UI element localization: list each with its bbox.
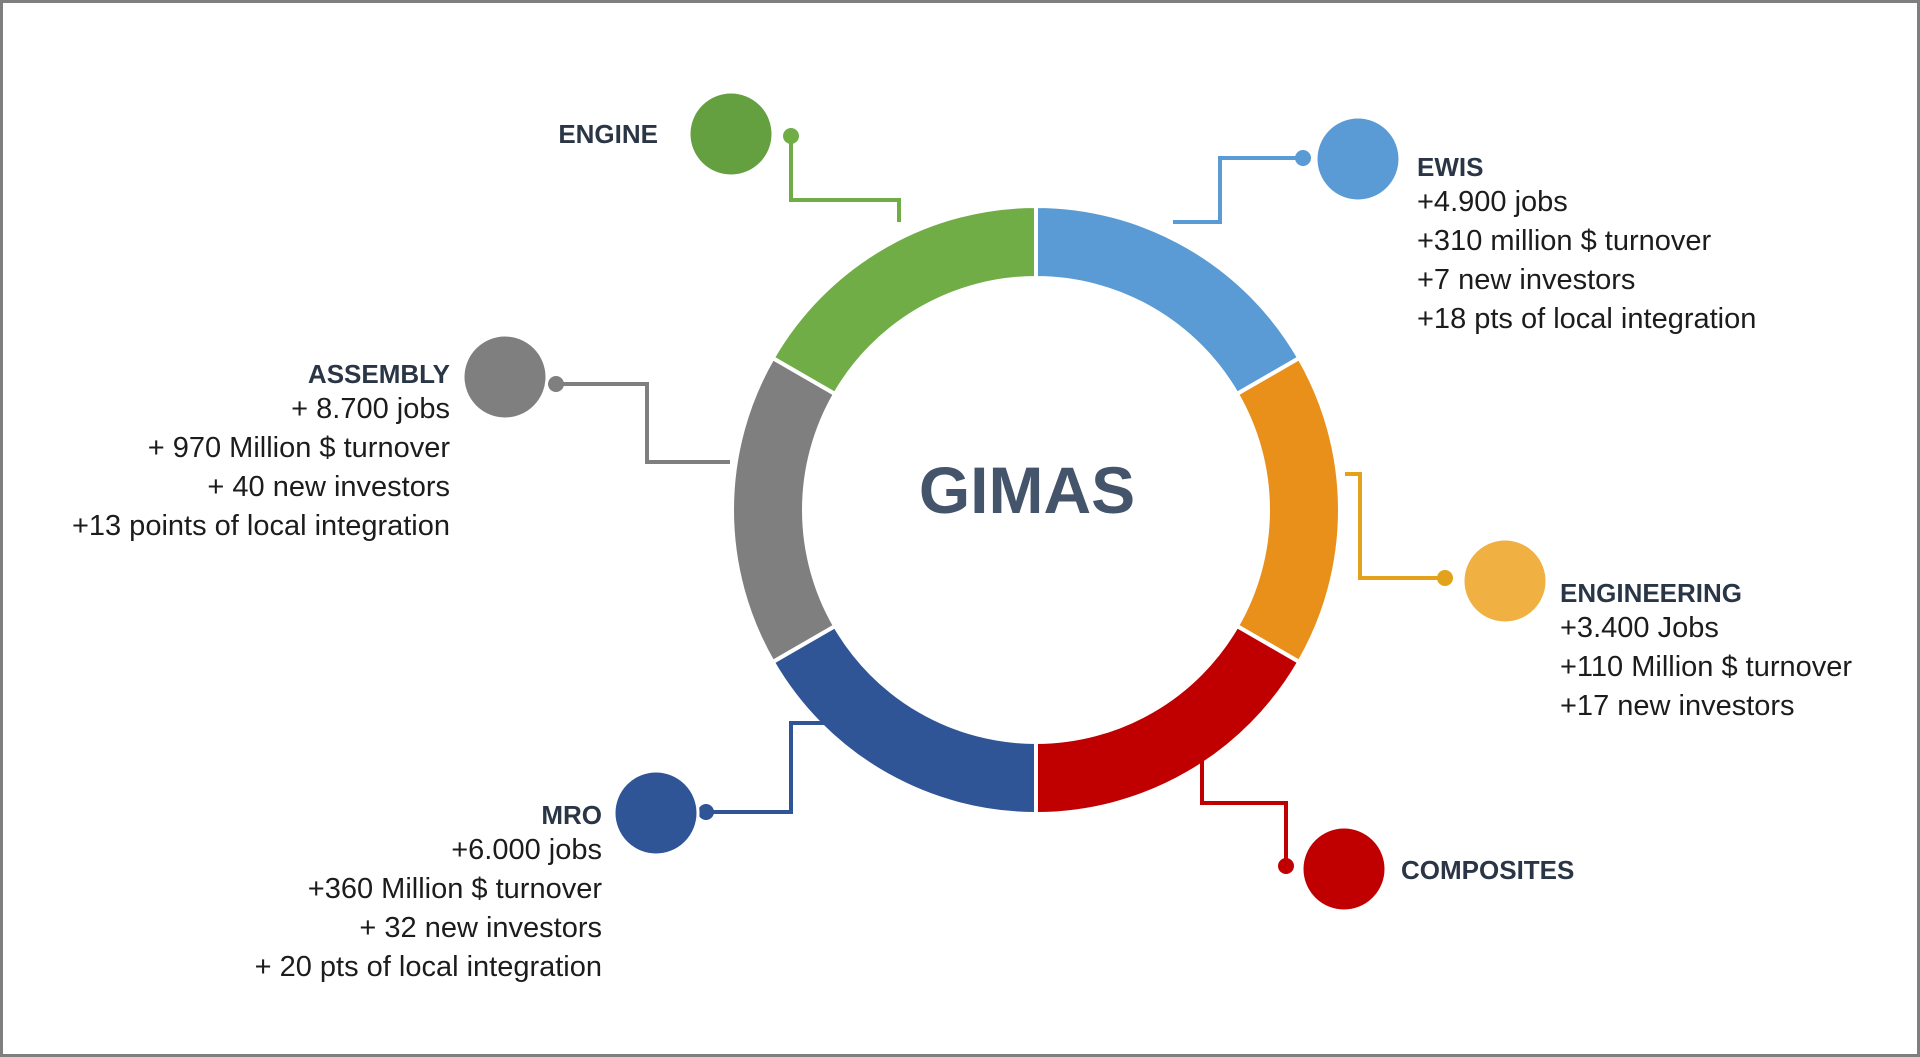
mro-stat-jobs: +6.000 jobs: [451, 834, 602, 866]
engine-connector-dot: [783, 128, 799, 144]
ring-segment-composites: [1034, 623, 1303, 817]
engineering-block: ENGINEERING +3.400 Jobs +110 Million $ t…: [1560, 577, 1915, 726]
assembly-block: ASSEMBLY + 8.700 jobs + 970 Million $ tu…: [10, 358, 450, 546]
ewis-title: EWIS: [1417, 152, 1484, 182]
mro-title: MRO: [541, 800, 602, 830]
assembly-stat-jobs: + 8.700 jobs: [291, 393, 450, 425]
mro-connector-line: [706, 721, 826, 814]
ewis-stat-investors: +7 new investors: [1417, 264, 1636, 296]
donut-ring: [730, 203, 1342, 817]
engine-connector-line: [789, 136, 901, 222]
mro-stat-investors: + 32 new investors: [359, 912, 602, 944]
engineering-stat-turnover: +110 Million $ turnover: [1560, 651, 1853, 683]
assembly-stat-investors: + 40 new investors: [207, 471, 450, 503]
engineering-connector-line: [1345, 472, 1445, 580]
engine-bubble: [687, 90, 775, 178]
engineering-title: ENGINEERING: [1560, 578, 1743, 608]
mro-bubble: [612, 769, 700, 857]
engine-block: ENGINE: [530, 118, 658, 150]
engineering-bubble: [1461, 537, 1549, 625]
mro-block: MRO +6.000 jobs +360 Million $ turnover …: [180, 799, 602, 987]
composites-bubble: [1300, 825, 1388, 913]
mro-stat-turnover: +360 Million $ turnover: [307, 873, 602, 905]
ring-segment-mro: [769, 623, 1038, 817]
ewis-connector-line: [1173, 156, 1303, 224]
engine-title: ENGINE: [558, 119, 658, 149]
ewis-block: EWIS +4.900 jobs +310 million $ turnover…: [1417, 151, 1837, 339]
assembly-bubble: [461, 333, 549, 421]
ewis-connector-dot: [1295, 150, 1311, 166]
composites-connector-dot: [1278, 858, 1294, 874]
mro-connector-dot: [698, 804, 714, 820]
ewis-stat-jobs: +4.900 jobs: [1417, 186, 1568, 218]
assembly-stat-turnover: + 970 Million $ turnover: [147, 432, 450, 464]
connector-lines: [548, 128, 1453, 874]
assembly-connector-dot: [548, 376, 564, 392]
composites-title: COMPOSITES: [1401, 855, 1575, 885]
ewis-stat-integration: +18 pts of local integration: [1417, 303, 1757, 335]
mro-stat-integration: + 20 pts of local integration: [254, 951, 602, 983]
ring-segment-ewis: [1034, 203, 1303, 397]
ring-segment-engineering: [1234, 355, 1342, 665]
assembly-title: ASSEMBLY: [307, 359, 450, 389]
ewis-bubble: [1314, 115, 1402, 203]
ewis-stat-turnover: +310 million $ turnover: [1417, 225, 1712, 257]
engineering-stat-investors: +17 new investors: [1560, 690, 1795, 722]
composites-block: COMPOSITES: [1401, 854, 1641, 886]
segment-bubbles: [461, 90, 1549, 913]
composites-connector-line: [1200, 757, 1288, 866]
engineering-stat-jobs: +3.400 Jobs: [1560, 612, 1719, 644]
assembly-connector-line: [556, 382, 730, 464]
assembly-stat-integration: +13 points of local integration: [71, 510, 450, 542]
center-label: GIMAS: [919, 453, 1135, 527]
engineering-connector-dot: [1437, 570, 1453, 586]
ring-segment-assembly: [730, 355, 838, 665]
ring-segment-engine: [769, 203, 1038, 397]
